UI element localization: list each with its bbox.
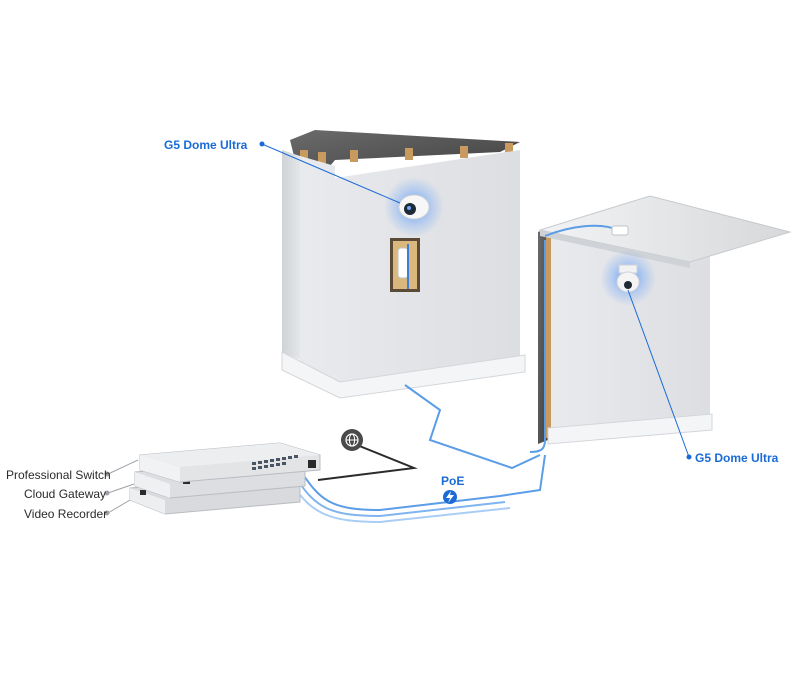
timber-stud (460, 146, 468, 158)
camera-cable (404, 384, 541, 470)
device-stack (129, 442, 321, 515)
right-wall-face (551, 236, 710, 428)
leader-lines (107, 459, 139, 514)
camera-label-right: G5 Dome Ultra (695, 451, 779, 465)
ceiling-connector (611, 225, 629, 236)
professional-switch-label: Professional Switch (6, 468, 111, 482)
dome-camera-right (616, 264, 640, 293)
leader-gateway (107, 483, 135, 494)
camera-callouts (259, 141, 692, 460)
cables (291, 384, 546, 524)
camera-label-top: G5 Dome Ultra (164, 138, 248, 152)
wall-junction-box (397, 247, 409, 279)
left-wall-baseboard (281, 351, 526, 399)
ceiling-slab (538, 195, 792, 263)
right-wall-baseboard (547, 413, 713, 445)
poe-cable (299, 454, 546, 512)
lightning-bolt-icon (443, 490, 457, 504)
video-recorder-label: Video Recorder (24, 507, 108, 521)
right-wall-cable (529, 240, 546, 453)
poe-label: PoE (441, 474, 465, 488)
internet-cable (317, 442, 418, 481)
leader-dot (104, 490, 110, 496)
leader-recorder (107, 499, 131, 514)
right-wall-timber (546, 232, 551, 438)
poe-cable (295, 477, 506, 518)
dome-camera-top (398, 194, 430, 220)
leader-dot (104, 471, 110, 477)
professional-switch-device (139, 442, 321, 483)
right-wall (529, 195, 792, 453)
globe-icon (341, 429, 363, 451)
timber-stud (505, 143, 513, 153)
timber-stud (318, 152, 326, 168)
left-wall (281, 130, 526, 399)
cloud-gateway-label: Cloud Gateway (24, 487, 107, 501)
ceiling-edge (540, 230, 690, 268)
timber-stud (405, 148, 413, 160)
left-wall-side (282, 150, 300, 360)
timber-stud (350, 150, 358, 162)
leader-switch (107, 459, 139, 475)
leader-dot (104, 510, 110, 516)
poe-cable (291, 483, 511, 524)
